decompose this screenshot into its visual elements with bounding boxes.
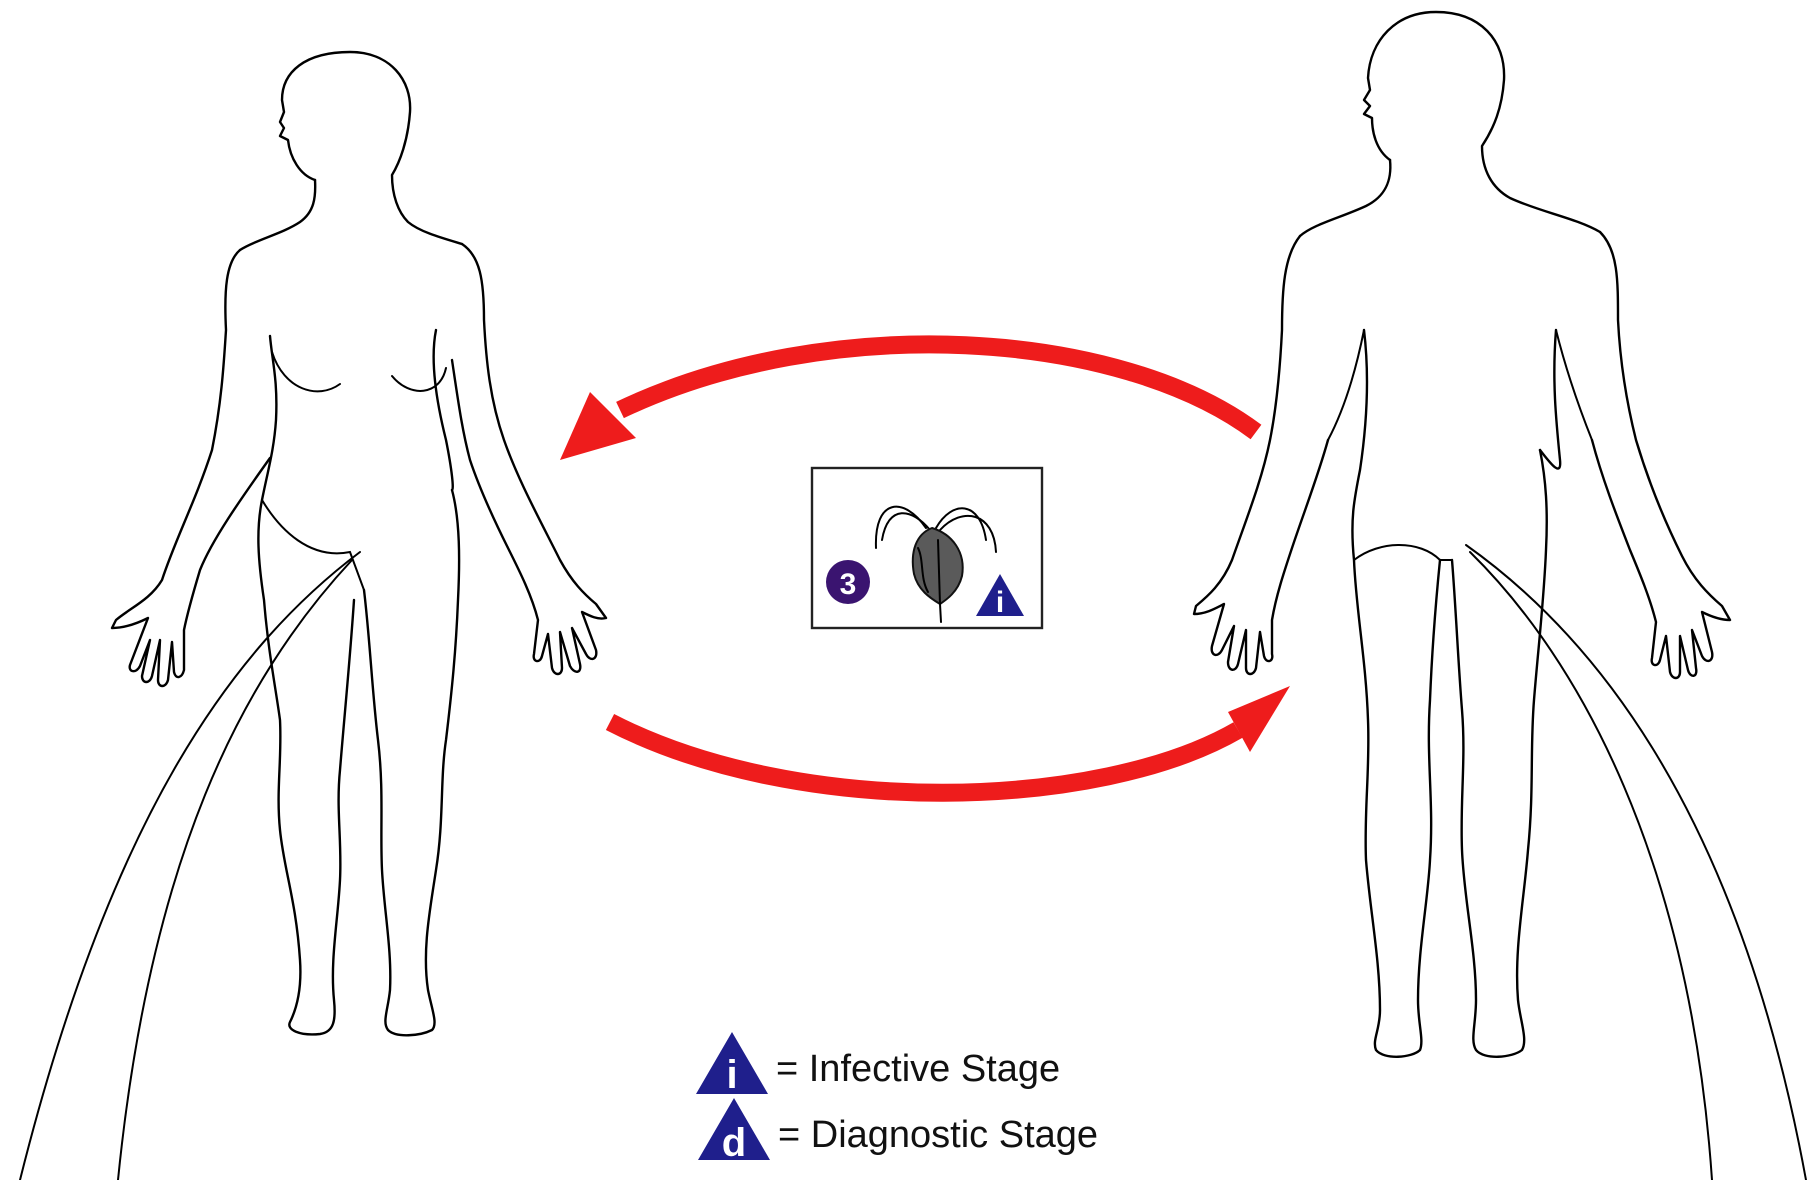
male-head: [1364, 12, 1600, 232]
male-left-torso: [1352, 330, 1440, 1057]
female-right-leg: [364, 490, 459, 1035]
stage-box: 3 i: [812, 468, 1042, 628]
arrow-female-to-male: [610, 722, 1238, 793]
legend-infective-label: = Infective Stage: [776, 1048, 1060, 1091]
legend-infective-letter: i: [726, 1053, 737, 1097]
legend-diagnostic-row: = Diagnostic Stage: [772, 1102, 1098, 1168]
female-pointer-line-outer: [20, 552, 360, 1180]
female-right-arm: [452, 244, 606, 674]
male-right-torso: [1540, 330, 1560, 469]
legend-infective-row: = Infective Stage: [770, 1036, 1060, 1102]
step-number: 3: [840, 568, 857, 601]
female-human-figure: [112, 52, 606, 1035]
infective-stage-letter: i: [996, 586, 1004, 619]
female-pointer-line-inner: [118, 560, 352, 1180]
female-waist-right: [434, 330, 453, 490]
female-left-torso: [258, 336, 354, 1034]
arrow-male-to-female: [620, 344, 1256, 432]
male-hip-line: [1354, 545, 1452, 560]
male-human-figure: [1194, 12, 1730, 1057]
female-neck-left: [240, 180, 315, 250]
arrow-head-to-male: [1228, 686, 1290, 752]
male-pointer-line-outer: [1466, 545, 1806, 1180]
male-left-arm: [1194, 236, 1328, 674]
legend-diagnostic-label: = Diagnostic Stage: [778, 1114, 1098, 1157]
female-left-arm: [112, 250, 270, 686]
male-right-leg: [1452, 450, 1547, 1057]
legend-symbols: i d: [696, 1032, 770, 1165]
male-right-inner-arm: [1556, 330, 1592, 440]
legend-diagnostic-letter: d: [722, 1121, 746, 1165]
male-right-arm: [1592, 232, 1730, 678]
male-pointer-line-inner: [1470, 552, 1712, 1180]
male-neck-left: [1300, 160, 1390, 236]
male-left-inner-arm: [1328, 330, 1364, 440]
female-hip-line: [262, 500, 364, 590]
female-chest: [272, 352, 446, 391]
